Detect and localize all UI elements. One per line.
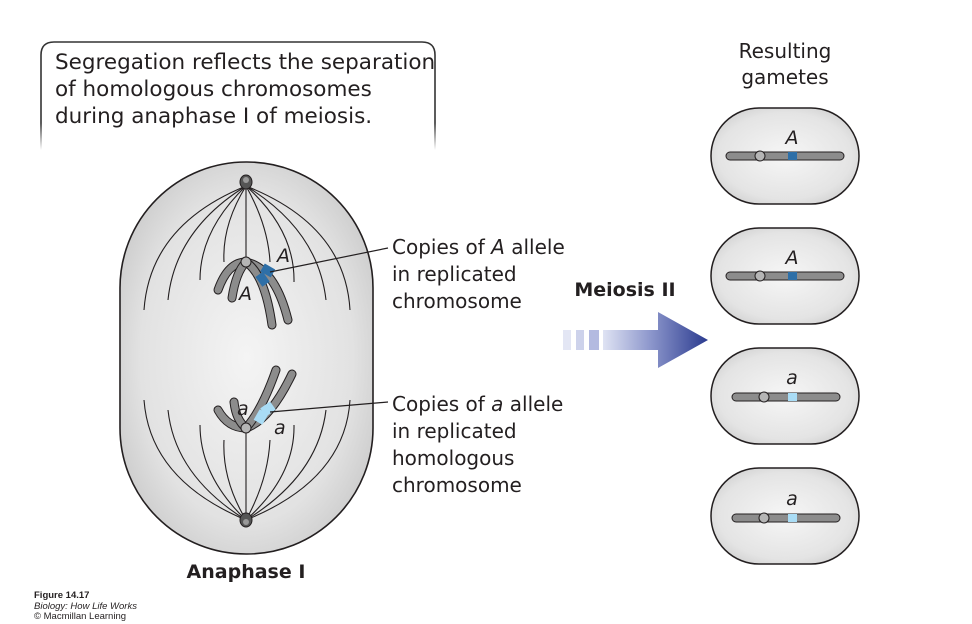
gamete-4: a (710, 467, 860, 565)
gametes-title-2: gametes (741, 65, 828, 89)
gametes: Resulting gametes A A a (710, 39, 860, 565)
gamete-2-allele-band (788, 272, 797, 280)
gamete-4-allele-band (788, 514, 797, 522)
callout-A: Copies of A allele in replicated chromos… (392, 235, 565, 313)
callout-a-line-3: homologous (392, 446, 514, 470)
callout-A-line-2: in replicated (392, 262, 517, 286)
gamete-2-chromosome (725, 271, 845, 281)
gamete-3-allele-band (788, 393, 797, 401)
allele-label-A-upper: A (275, 245, 290, 267)
callout-A-line-3: chromosome (392, 289, 522, 313)
gamete-1: A (710, 107, 860, 205)
gamete-4-centromere (758, 512, 770, 524)
gamete-2: A (710, 227, 860, 325)
callout-a-line-4: chromosome (392, 473, 522, 497)
callout-a-line-1: Copies of a allele (392, 392, 563, 416)
centrosome-bottom (239, 512, 253, 528)
allele-label-A-lower: A (237, 283, 252, 305)
allele-band-a-2 (253, 409, 269, 425)
caption-line-3: during anaphase I of meiosis. (55, 104, 372, 129)
figure-number: Figure 14.17 (34, 590, 90, 601)
caption-box: Segregation reflects the separation of h… (40, 41, 436, 150)
callout-line-A (269, 247, 389, 273)
gamete-1-allele: A (784, 127, 799, 149)
arrow-dash-3 (589, 330, 599, 350)
gamete-2-allele: A (784, 247, 799, 269)
spindle-fibers (143, 185, 351, 521)
anaphase-cell: A A a a Anaphase I (119, 161, 374, 583)
anaphase-label: Anaphase I (187, 561, 306, 583)
gamete-1-allele-band (788, 152, 797, 160)
upper-chromosome: A A (213, 245, 293, 330)
gamete-3-allele: a (786, 367, 798, 389)
arrow-dash-2 (576, 330, 584, 350)
meiosis-label: Meiosis II (574, 279, 675, 301)
gamete-1-chromosome (725, 151, 845, 161)
allele-label-a-lower: a (274, 417, 286, 439)
gamete-3-chromosome (731, 392, 841, 402)
allele-label-a-upper: a (237, 398, 249, 420)
arrow-body (603, 312, 708, 368)
callout-a: Copies of a allele in replicated homolog… (392, 392, 563, 497)
lower-chromosome: a a (213, 365, 297, 439)
book-title: Biology: How Life Works (34, 600, 137, 612)
gamete-3-centromere (758, 391, 770, 403)
gamete-4-allele: a (786, 488, 798, 510)
callout-line-a (269, 401, 389, 413)
gamete-4-chromosome (731, 513, 841, 523)
allele-band-A-2 (255, 271, 270, 287)
arrow-dash-1 (563, 330, 571, 350)
publisher: © Macmillan Learning (34, 611, 127, 622)
caption-line-1: Segregation reflects the separation (55, 50, 435, 75)
caption-line-2: of homologous chromosomes (55, 77, 372, 102)
centromere-lower (240, 422, 252, 434)
centrosome-top (239, 174, 253, 190)
centromere-upper (240, 256, 252, 268)
callout-a-line-2: in replicated (392, 419, 517, 443)
callout-A-line-1: Copies of A allele (392, 235, 565, 259)
meiosis-arrow: Meiosis II (563, 279, 708, 368)
figure-credit: Figure 14.17 Biology: How Life Works © M… (34, 590, 137, 623)
gametes-title-1: Resulting (739, 39, 832, 63)
gamete-2-centromere (754, 270, 766, 282)
cell-membrane (119, 161, 374, 555)
allele-band-A-1 (260, 263, 276, 278)
gamete-1-centromere (754, 150, 766, 162)
gamete-3: a (710, 347, 860, 445)
